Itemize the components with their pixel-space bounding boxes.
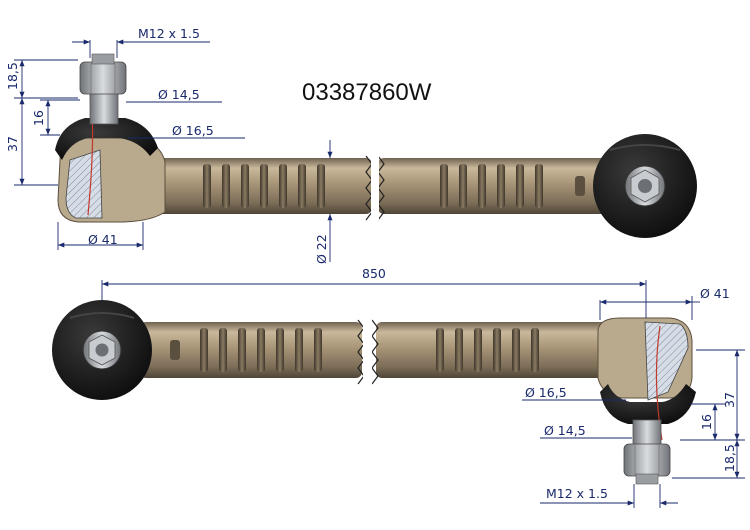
bottom-assembly [52,300,696,485]
top-left-stud [89,91,119,125]
top-dia-41: Ø 41 [88,232,118,247]
bottom-rod-left [140,322,362,378]
bottom-dia-16-5: Ø 16,5 [525,385,567,400]
top-thread-label: M12 x 1.5 [138,26,200,41]
bottom-grooves-left [200,328,322,372]
top-dimensions [14,39,333,262]
top-dim-18-5: 18,5 [5,62,20,90]
bottom-length-850: 850 [362,266,386,281]
top-assembly [55,53,697,238]
part-number: 03387860W [302,79,432,106]
top-grooves-right [440,164,543,208]
top-left-section [65,149,103,219]
bottom-dia-41: Ø 41 [700,286,730,301]
bottom-dimension-labels: 850 Ø 41 Ø 16,5 37 16 Ø 14,5 18,5 M12 x … [362,266,737,501]
bottom-dimensions [101,280,745,508]
top-left-boot [55,118,158,160]
top-dia-14-5: Ø 14,5 [158,87,200,102]
bottom-dia-14-5: Ø 14,5 [544,423,586,438]
bottom-right-section [644,321,689,401]
bottom-thread-label: M12 x 1.5 [546,486,608,501]
top-dim-16: 16 [31,110,46,126]
top-dim-37: 37 [5,136,20,152]
bottom-right-boot [600,384,696,424]
top-grooves-left [203,164,325,208]
top-left-nut-icon [79,61,127,95]
bottom-grooves-right [436,328,539,372]
bottom-dim-37: 37 [722,392,737,408]
top-dia-22: Ø 22 [314,234,329,264]
bottom-dim-16: 16 [699,414,714,430]
bottom-right-nut-icon [623,443,671,477]
top-dia-16-5: Ø 16,5 [172,123,214,138]
top-dimension-labels: M12 x 1.5 18,5 16 37 Ø 14,5 Ø 16,5 Ø 41 … [5,26,329,264]
bottom-dim-18-5: 18,5 [722,444,737,472]
